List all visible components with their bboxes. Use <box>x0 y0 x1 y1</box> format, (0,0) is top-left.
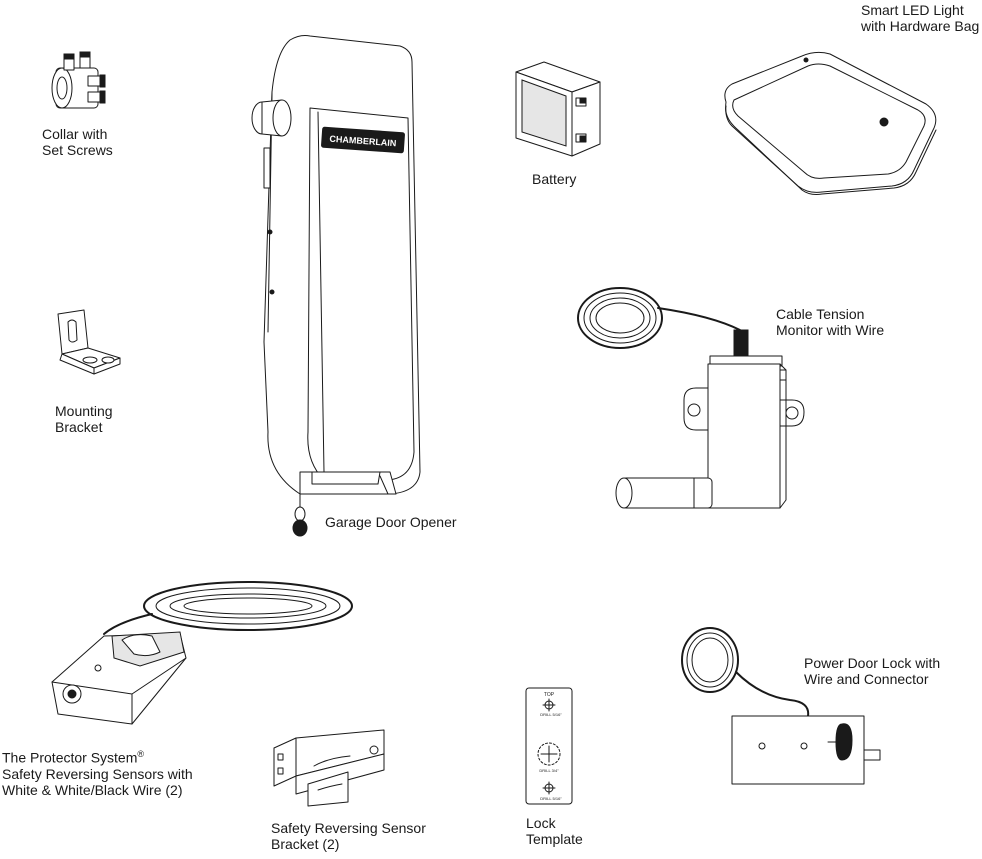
lock-template-illustration: TOP DRILL 5/16" DRILL 3/4" DRILL 5/16" <box>525 687 573 805</box>
led-light-illustration <box>724 51 937 195</box>
template-drill-mid: DRILL 3/4" <box>539 768 559 773</box>
battery-label: Battery <box>532 171 577 187</box>
lock-template-label: Lock Template <box>526 815 583 847</box>
opener-label: Garage Door Opener <box>325 514 457 530</box>
brand-logo: CHAMBERLAIN <box>329 134 397 149</box>
sensor-bracket-illustration <box>273 729 385 807</box>
protector-description: Safety Reversing Sensors with White & Wh… <box>2 765 193 798</box>
battery-illustration <box>515 61 601 157</box>
power-lock-illustration <box>681 627 881 785</box>
cable-monitor-label: Cable Tension Monitor with Wire <box>776 306 885 338</box>
protector-title: The Protector System <box>2 749 138 766</box>
opener-illustration: CHAMBERLAIN <box>251 35 421 537</box>
template-drill-bottom: DRILL 5/16" <box>540 796 562 801</box>
sensor-bracket-label: Safety Reversing Sensor Bracket (2) <box>271 820 426 852</box>
template-top: TOP <box>544 692 555 698</box>
collar-illustration <box>51 51 106 109</box>
template-drill-top: DRILL 5/16" <box>540 712 562 717</box>
registered-mark: ® <box>137 749 145 759</box>
collar-label: Collar with Set Screws <box>42 126 113 158</box>
power-lock-label: Power Door Lock with Wire and Connector <box>804 655 941 687</box>
protector-label: The Protector System® Safety Reversing S… <box>2 746 193 798</box>
mounting-bracket-illustration <box>57 309 121 375</box>
protector-sensor-illustration <box>51 581 353 725</box>
mounting-bracket-label: Mounting Bracket <box>55 403 113 435</box>
led-light-label: Smart LED Light with Hardware Bag <box>861 2 980 34</box>
cable-monitor-illustration <box>577 287 805 509</box>
